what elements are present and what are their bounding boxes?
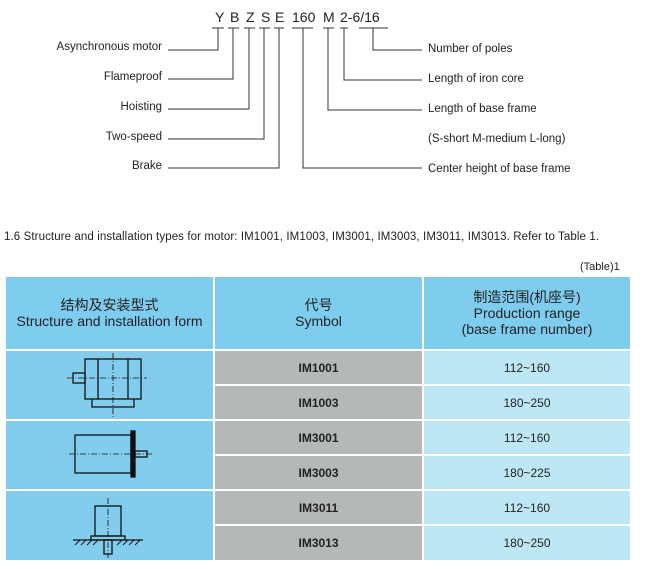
label-iron-core: Length of iron core	[428, 73, 524, 85]
symbol-cell: IM3003	[215, 456, 422, 489]
header-symbol-cn: 代号	[304, 297, 333, 313]
header-symbol: 代号 Symbol	[215, 277, 422, 349]
symbol-cell: IM3001	[215, 421, 422, 454]
range-cell: 112~160	[424, 421, 630, 454]
diagram-im3001-im3003	[6, 421, 213, 489]
vertical-flange-motor-icon	[72, 497, 143, 558]
code-letter: 2-6/16	[340, 9, 380, 25]
symbol-cell: IM1001	[215, 351, 422, 384]
header-range: 制造范围(机座号) Production range (base frame n…	[424, 277, 630, 349]
code-letter: 160	[292, 9, 316, 25]
header-structure: 结构及安装型式 Structure and installation form	[6, 277, 213, 349]
code-letter: S	[261, 9, 271, 25]
symbol-cell: IM3011	[215, 491, 422, 524]
label-poles: Number of poles	[428, 43, 513, 55]
foot-mounted-motor-icon	[66, 353, 147, 417]
diagram-im1001-im1003	[6, 351, 213, 419]
label-asynchronous: Asynchronous motor	[56, 41, 162, 53]
section-caption: 1.6 Structure and installation types for…	[4, 231, 600, 243]
code-letter: Z	[246, 9, 255, 25]
header-range-cn: 制造范围(机座号)	[473, 289, 581, 305]
label-length-legend: (S-short M-medium L-long)	[428, 133, 566, 145]
range-cell: 180~225	[424, 456, 630, 489]
code-letter: Y	[215, 9, 225, 25]
header-range-en2: (base frame number)	[461, 321, 593, 337]
label-flameproof: Flameproof	[103, 71, 162, 83]
code-letter: M	[323, 9, 335, 25]
label-hoisting: Hoisting	[120, 101, 162, 113]
range-cell: 112~160	[424, 351, 630, 384]
header-structure-cn: 结构及安装型式	[60, 297, 159, 313]
label-center-height: Center height of base frame	[428, 163, 571, 175]
header-symbol-en: Symbol	[295, 313, 342, 329]
header-range-en: Production range	[473, 305, 581, 321]
range-cell: 180~250	[424, 526, 630, 560]
header-structure-en: Structure and installation form	[16, 313, 203, 329]
label-brake: Brake	[131, 160, 162, 172]
symbol-cell: IM3013	[215, 526, 422, 560]
symbol-cell: IM1003	[215, 386, 422, 419]
diagram-im3011-im3013	[6, 491, 213, 560]
flange-mounted-motor-icon	[68, 430, 153, 478]
range-cell: 112~160	[424, 491, 630, 524]
code-letter: B	[230, 9, 240, 25]
label-base-frame-length: Length of base frame	[428, 103, 537, 115]
table-number: (Table)1	[580, 261, 620, 273]
label-two-speed: Two-speed	[105, 131, 162, 143]
code-letter: E	[275, 9, 285, 25]
designation-leader-lines	[168, 27, 422, 169]
range-cell: 180~250	[424, 386, 630, 419]
